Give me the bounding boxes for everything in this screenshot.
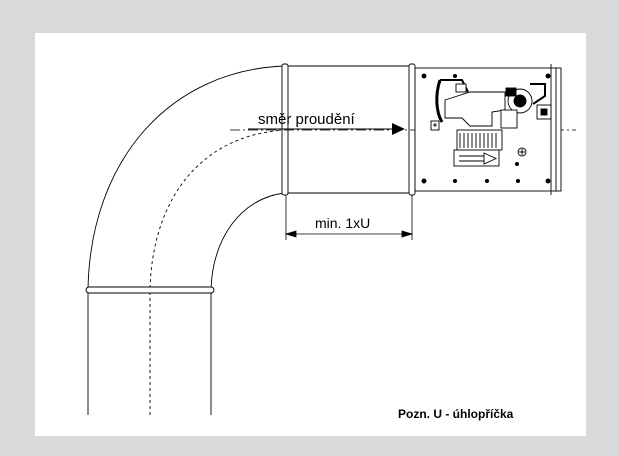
elbow-inner-wall: [210, 192, 286, 291]
damper-right-flange: [555, 67, 562, 192]
vertical-duct-joint: [85, 286, 215, 294]
actuator-motor: [444, 91, 506, 127]
note-label: Pozn. U - úhlopříčka: [398, 407, 514, 421]
joint-ring-right: [408, 63, 416, 196]
damper-unit: [414, 64, 562, 195]
flow-arrow-head: [392, 123, 405, 135]
elbow-outer-wall: [87, 65, 286, 291]
flow-direction-label: směr proudění: [258, 111, 356, 128]
duct-elbow: [85, 65, 286, 415]
min-distance-label: min. 1xU: [315, 215, 370, 231]
elbow-centerline: [149, 129, 286, 291]
dimension-min-distance: [284, 195, 414, 240]
